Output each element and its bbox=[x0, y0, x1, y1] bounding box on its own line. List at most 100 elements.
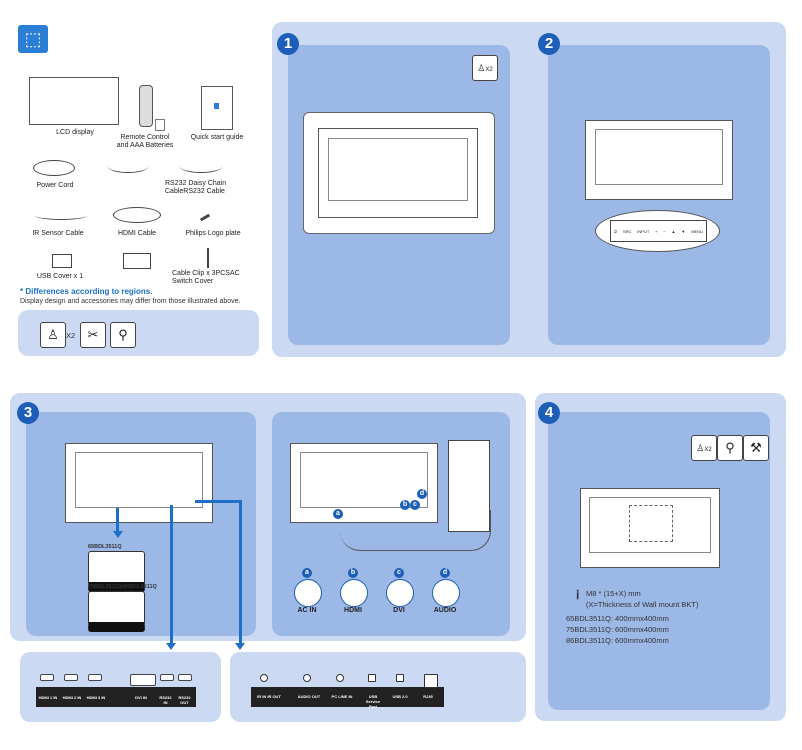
connector-badge: d bbox=[440, 568, 450, 578]
drill-icon: ⚒ bbox=[743, 435, 769, 461]
connector-label: HDMI bbox=[344, 607, 362, 614]
ac-socket-image bbox=[88, 551, 145, 592]
port-label: HDMI 2 IN bbox=[62, 695, 82, 700]
accessory-label: Quick start guide bbox=[190, 134, 244, 141]
port-strip bbox=[36, 687, 196, 707]
power-cord-image bbox=[33, 160, 75, 176]
step-3-number: 3 bbox=[17, 402, 39, 424]
port-connector-icon bbox=[336, 674, 344, 682]
vesa-size: 86BDL3511Q: 600mmx400mm bbox=[566, 636, 669, 645]
down-button[interactable]: ▼ bbox=[681, 228, 686, 234]
lcd-display-image bbox=[29, 77, 119, 125]
port-label: RS232 OUT bbox=[178, 695, 191, 705]
port-label: HDMI 1 IN bbox=[38, 695, 58, 700]
minus-button[interactable]: − bbox=[663, 228, 666, 234]
guide-line bbox=[170, 505, 173, 645]
ac-socket-image bbox=[88, 591, 145, 632]
display-back-image bbox=[65, 443, 213, 523]
quick-start-guide-image bbox=[201, 86, 233, 130]
port-strip bbox=[251, 687, 444, 707]
step-4-number: 4 bbox=[538, 402, 560, 424]
step-1-number: 1 bbox=[277, 33, 299, 55]
connector-badge: a bbox=[302, 568, 312, 578]
plus-button[interactable]: + bbox=[655, 228, 658, 234]
cable-clip-image bbox=[123, 253, 151, 269]
menu-button[interactable]: MENU bbox=[691, 228, 703, 234]
port-badge-c: c bbox=[410, 500, 420, 510]
port-badge-b: b bbox=[400, 500, 410, 510]
screw-icon: ♙X2 bbox=[691, 435, 717, 461]
screwdriver-icon: ⚲ bbox=[717, 435, 743, 461]
remote-control-image bbox=[139, 85, 153, 127]
accessory-label: HDMI Cable bbox=[117, 230, 157, 237]
port-label: AUDIO OUT bbox=[297, 694, 321, 699]
screw-symbol: ⅰ bbox=[576, 588, 580, 602]
model-label: 65BDL3511Q bbox=[88, 544, 122, 550]
screw-spec: M8 * (15+X) mm bbox=[586, 589, 641, 598]
port-label: PC LINE IN bbox=[331, 694, 353, 699]
accessory-label: RS232 Daisy Chain CableRS232 Cable bbox=[165, 180, 227, 195]
rs232-daisy-cable-image bbox=[108, 160, 148, 173]
screw-icon: ♙ bbox=[40, 322, 66, 348]
port-connector-icon bbox=[178, 674, 192, 681]
ir-sensor-cable-image bbox=[35, 211, 87, 220]
port-connector-icon bbox=[368, 674, 376, 682]
model-label: 75BDL3511Q/86BDL3511Q bbox=[88, 584, 157, 590]
tools-panel: ♙ X2 ✂ ⚲ bbox=[18, 310, 259, 356]
arrow-down-icon bbox=[166, 643, 176, 650]
vesa-size: 65BDL3511Q: 400mmx400mm bbox=[566, 614, 669, 623]
display-back-image bbox=[585, 120, 733, 200]
guide-line bbox=[116, 508, 119, 533]
screwdriver-icon: ⚲ bbox=[110, 322, 136, 348]
accessory-label: Remote Control and AAA Batteries bbox=[116, 134, 174, 149]
port-label: RS232 IN bbox=[159, 695, 172, 705]
source-button[interactable]: SRC bbox=[622, 228, 632, 234]
port-connector-icon bbox=[303, 674, 311, 682]
port-connector-icon bbox=[64, 674, 78, 681]
note-text: Display design and accessories may diffe… bbox=[20, 298, 241, 305]
guide-line bbox=[239, 500, 242, 645]
rs232-cable-image bbox=[180, 160, 222, 173]
cable-lines bbox=[340, 510, 491, 551]
port-connector-icon bbox=[88, 674, 102, 681]
port-label: DVI IN bbox=[135, 695, 147, 700]
connector-dvi-icon bbox=[386, 579, 414, 607]
ac-switch-cover-image bbox=[207, 248, 209, 268]
port-badge-a: a bbox=[333, 509, 343, 519]
connector-label: AC IN bbox=[297, 607, 317, 614]
display-back-image bbox=[318, 128, 478, 218]
port-connector-icon bbox=[260, 674, 268, 682]
hdmi-cable-image bbox=[113, 207, 161, 223]
port-label: IR IN IR OUT bbox=[257, 694, 281, 699]
vesa-size: 75BDL3511Q: 600mmx400mm bbox=[566, 625, 669, 634]
up-button[interactable]: ▲ bbox=[671, 228, 676, 234]
accessory-label: Philips Logo plate bbox=[185, 230, 241, 237]
screw-icon: ♙X2 bbox=[472, 55, 498, 81]
port-connector-icon bbox=[396, 674, 404, 682]
connector-audio-icon bbox=[432, 579, 460, 607]
port-connector-icon bbox=[40, 674, 54, 681]
connector-hdmi-icon bbox=[340, 579, 368, 607]
port-badge-d: d bbox=[417, 489, 427, 499]
port-label: RJ45 bbox=[423, 694, 433, 699]
arrow-down-icon bbox=[113, 531, 123, 538]
logo-plate-image bbox=[199, 213, 211, 222]
accessory-label: Cable Clip x 3PCSAC Switch Cover bbox=[172, 270, 240, 285]
accessory-label: LCD display bbox=[56, 129, 94, 136]
screw-note: (X=Thickness of Wall mount BKT) bbox=[586, 600, 699, 609]
keypad-callout bbox=[595, 210, 720, 252]
input-button[interactable]: INPUT bbox=[637, 228, 650, 234]
accessory-label: USB Cover x 1 bbox=[36, 273, 84, 280]
arrow-down-icon bbox=[235, 643, 245, 650]
port-connector-icon bbox=[424, 674, 438, 688]
connector-label: DVI bbox=[393, 607, 405, 614]
connector-badge: c bbox=[394, 568, 404, 578]
control-keypad: ⏻ SRC INPUT +−▲ ▼ MENU bbox=[610, 220, 707, 242]
step-2-number: 2 bbox=[538, 33, 560, 55]
screw-count: X2 bbox=[704, 447, 712, 453]
connector-label: AUDIO bbox=[433, 607, 457, 614]
power-button[interactable]: ⏻ bbox=[613, 228, 618, 234]
port-connector-icon bbox=[160, 674, 174, 681]
accessory-label: IR Sensor Cable bbox=[32, 230, 84, 237]
screw-count: X2 bbox=[485, 67, 493, 73]
